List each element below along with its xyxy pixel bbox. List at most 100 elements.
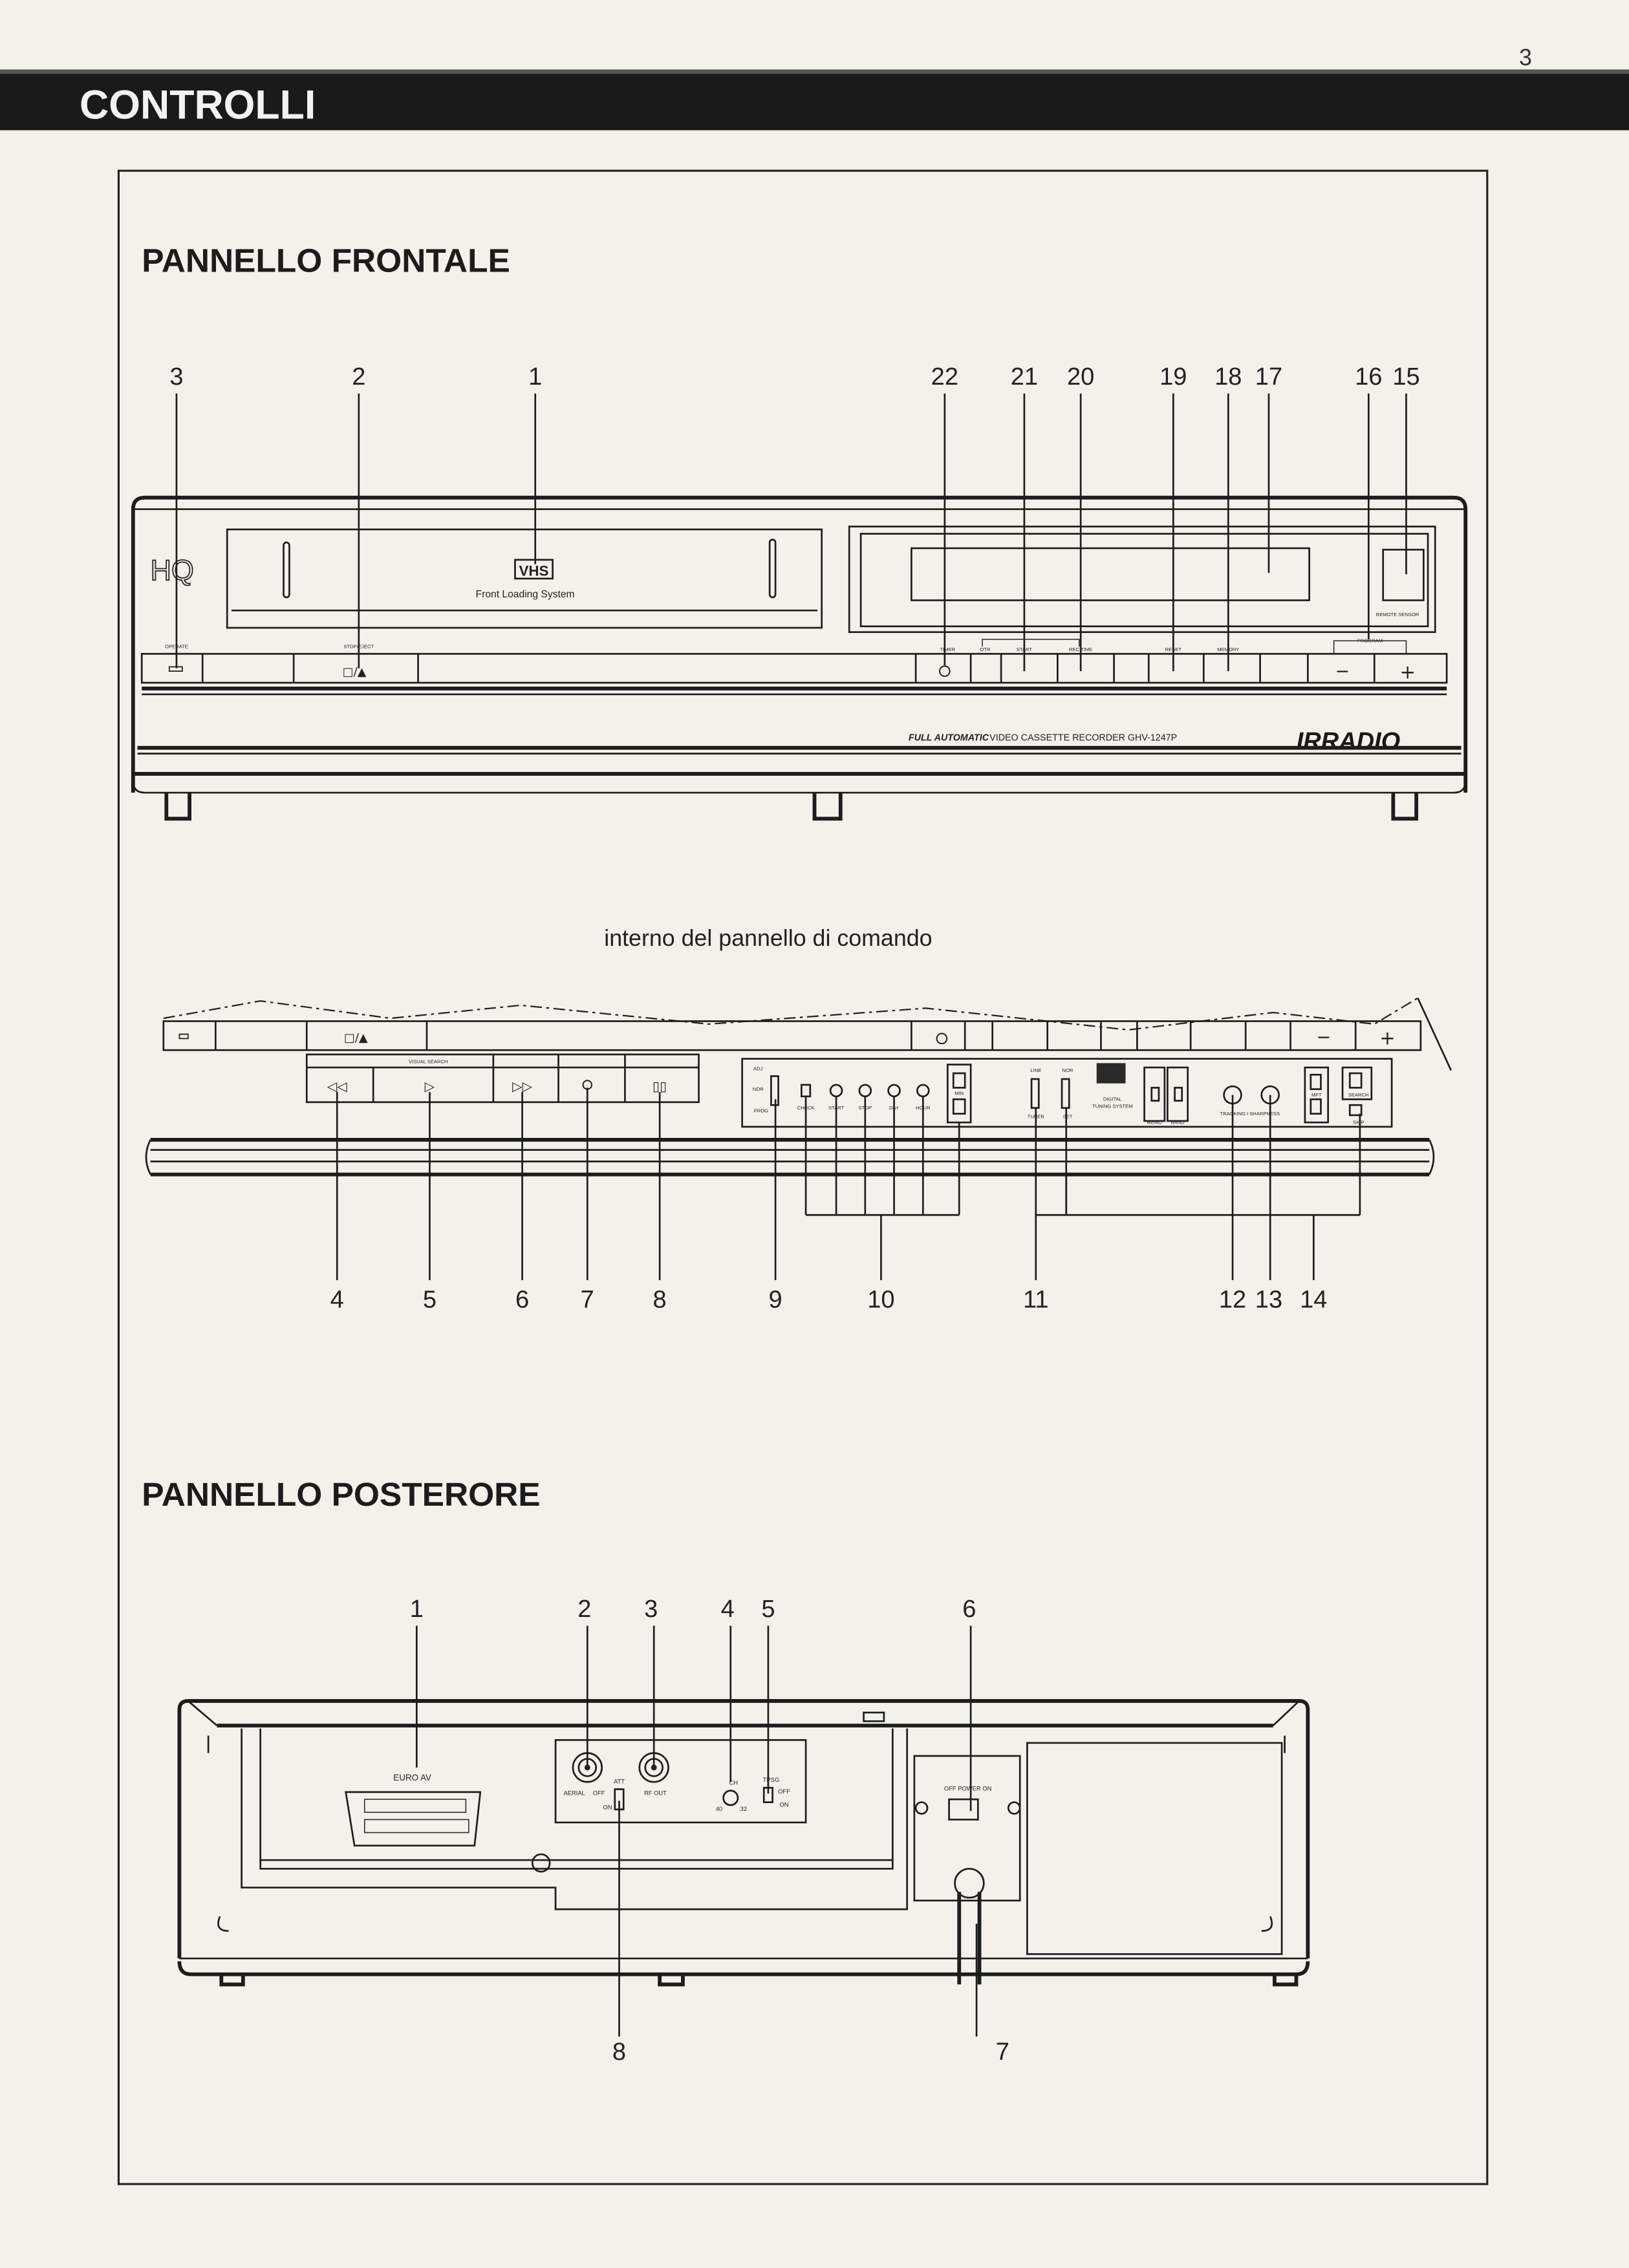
- callout-1: 1: [528, 363, 542, 390]
- inner-plus-icon: +: [1379, 1027, 1395, 1049]
- tpsg-on-label: ON: [779, 1801, 788, 1808]
- rf-out-label: RF OUT: [644, 1789, 667, 1796]
- callout-6: 6: [515, 1286, 529, 1313]
- tuning-display: [1096, 1063, 1126, 1084]
- front-loading-label: Front Loading System: [476, 589, 575, 600]
- callout-21: 21: [1011, 363, 1038, 390]
- digital-label: DIGITAL: [1103, 1097, 1122, 1102]
- visual-search-label: VISUAL SEARCH: [409, 1058, 448, 1064]
- memory-label: MEMORY: [1217, 647, 1239, 652]
- callout-17: 17: [1255, 363, 1282, 390]
- power-label: OFF POWER ON: [944, 1785, 991, 1792]
- ch32-label: 32: [740, 1805, 747, 1812]
- ch40-label: 40: [716, 1805, 722, 1812]
- inner-minus-icon: −: [1317, 1027, 1331, 1047]
- brand-logo: IRRADIO: [1297, 728, 1401, 755]
- att-on-label: ON: [603, 1804, 612, 1811]
- front-callouts: 3 2 1 22 21 20 19 18 17 16 15: [169, 363, 1420, 672]
- tracking-sharpness-label: TRACKING I SHARPNESS: [1220, 1111, 1280, 1117]
- power-switch: [948, 1798, 979, 1821]
- page-number: 3: [1519, 45, 1532, 70]
- start-label: START: [1017, 647, 1033, 652]
- ch-label: CH: [729, 1779, 738, 1786]
- callout-3: 3: [169, 363, 183, 390]
- power-cable-grommet: [954, 1868, 985, 1899]
- band-label: BAND: [1171, 1119, 1185, 1125]
- callout-9: 9: [769, 1286, 782, 1313]
- rear-callout-2: 2: [577, 1596, 591, 1623]
- callout-7: 7: [581, 1286, 594, 1313]
- min-label: MIN: [955, 1091, 964, 1097]
- model-label: VIDEO CASSETTE RECORDER GHV-1247P: [989, 733, 1177, 744]
- tuning-system-label: TUNING SYSTEM: [1092, 1104, 1132, 1109]
- fast-forward-icon: ▷▷: [512, 1078, 532, 1094]
- vcr-inner-panel-drawing: □/▲ − + VISUAL SEARCH ◁◁ ▷ ▷▷ ▯▯ ADJ NOR…: [145, 997, 1452, 1177]
- callout-22: 22: [931, 363, 958, 390]
- rear-callouts: 1 2 3 4 5 6 8 7: [410, 1596, 1009, 2066]
- program-label: PROGRAM: [1357, 637, 1383, 643]
- play-icon: ▷: [425, 1078, 435, 1094]
- program-minus-button: −: [1335, 661, 1350, 681]
- stop-eject-label: STOP/EJECT: [343, 643, 374, 649]
- hq-logo: HQ: [151, 554, 194, 586]
- callout-15: 15: [1392, 363, 1419, 390]
- program-plus-button: +: [1400, 661, 1416, 683]
- scart-connector: [345, 1791, 482, 1847]
- tpsg-label: TPSG: [763, 1776, 780, 1783]
- rear-callout-6: 6: [962, 1596, 976, 1623]
- callout-10: 10: [867, 1286, 894, 1313]
- vcr-rear-drawing: EURO AV AERIAL OFF ATT ON RF OUT CH 40 3…: [177, 1699, 1310, 1987]
- operate-button: [168, 666, 183, 672]
- callout-16: 16: [1355, 363, 1382, 390]
- pause-icon: ▯▯: [653, 1078, 667, 1094]
- rewind-icon: ◁◁: [327, 1078, 347, 1094]
- timer-button-icon: [939, 665, 951, 677]
- rear-callout-4: 4: [721, 1596, 735, 1623]
- memo-label: MEMO: [1147, 1119, 1162, 1125]
- header-bar: [0, 69, 1629, 131]
- callout-19: 19: [1160, 363, 1187, 390]
- rear-callout-8: 8: [612, 2038, 626, 2066]
- nor2-label: NOR: [1063, 1067, 1073, 1073]
- nor-label: NOR: [753, 1086, 764, 1092]
- inner-panel-heading: interno del pannello di comando: [604, 925, 932, 951]
- content-frame: [117, 169, 1489, 2185]
- front-panel-heading: PANNELLO FRONTALE: [142, 242, 510, 279]
- remote-sensor-label: REMOTE SENSOR: [1376, 612, 1419, 617]
- vhs-logo: VHS: [519, 562, 549, 579]
- callout-20: 20: [1067, 363, 1094, 390]
- full-automatic-label: FULL AUTOMATIC: [909, 733, 989, 744]
- rear-callout-3: 3: [644, 1596, 658, 1623]
- rec-time-label: REC TIME: [1069, 647, 1092, 652]
- line-label: LINE: [1030, 1067, 1041, 1073]
- operate-label: OPERATE: [165, 643, 188, 649]
- mft-label: MFT: [1311, 1092, 1322, 1098]
- skip-label: SKIP: [1353, 1119, 1364, 1125]
- inner-stop-eject-icon: □/▲: [344, 1031, 368, 1045]
- reset-label: RESET: [1165, 647, 1182, 652]
- callout-13: 13: [1255, 1286, 1282, 1313]
- rear-callout-1: 1: [410, 1596, 424, 1623]
- callout-11: 11: [1023, 1286, 1048, 1313]
- callout-8: 8: [653, 1286, 667, 1313]
- tpsg-off-label: OFF: [778, 1788, 790, 1795]
- otr-label: OTR: [980, 647, 991, 652]
- aerial-label: AERIAL: [563, 1789, 585, 1796]
- att-label: ATT: [614, 1777, 625, 1784]
- vcr-front-drawing: HQ VHS Front Loading System REMOTE SENSO…: [131, 495, 1468, 821]
- callout-5: 5: [423, 1286, 437, 1313]
- timer-label: TIMER: [940, 647, 956, 652]
- euro-av-label: EURO AV: [393, 1773, 431, 1782]
- inner-callouts: 4 5 6 7 8 9 10 11 12 13 14: [330, 1087, 1361, 1313]
- rear-panel-heading: PANNELLO POSTERORE: [142, 1475, 540, 1513]
- stop-eject-button: □/▲: [343, 665, 367, 679]
- att-off-label: OFF: [593, 1789, 605, 1796]
- callout-12: 12: [1219, 1286, 1246, 1313]
- callout-2: 2: [352, 363, 365, 390]
- rear-callout-5: 5: [761, 1596, 775, 1623]
- callout-18: 18: [1214, 363, 1242, 390]
- set-label: SET: [1063, 1113, 1073, 1119]
- section-title: CONTROLLI: [80, 83, 316, 128]
- tpsg-switch: [762, 1786, 773, 1803]
